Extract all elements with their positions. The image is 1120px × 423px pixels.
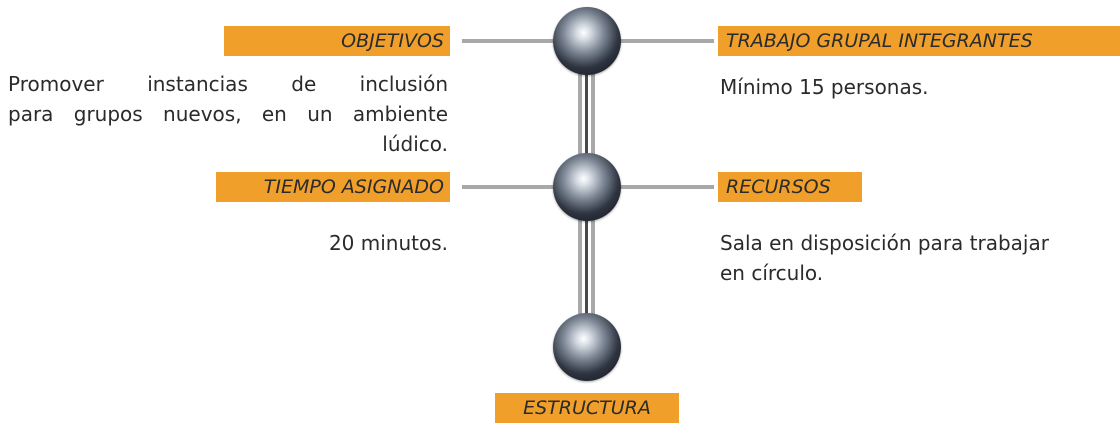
spine-right xyxy=(591,70,595,380)
text-tiempo-line-1: 20 minutos. xyxy=(328,231,448,255)
text-objetivos-line-1: Promover instancias de inclusión xyxy=(8,72,448,96)
connector-trabajo-grupal xyxy=(618,39,714,43)
text-objetivos: Promover instancias de inclusión para gr… xyxy=(8,69,448,159)
node-sphere-top xyxy=(553,7,621,75)
text-objetivos-line-2: para grupos nuevos, en un ambiente xyxy=(8,102,448,126)
spine-center xyxy=(585,70,588,380)
text-trabajo-grupal: Mínimo 15 personas. xyxy=(720,72,1110,102)
label-recursos: RECURSOS xyxy=(718,172,862,202)
text-recursos-line-2: en círculo. xyxy=(720,261,824,285)
text-trabajo-grupal-line-1: Mínimo 15 personas. xyxy=(720,75,929,99)
label-estructura: ESTRUCTURA xyxy=(495,393,679,423)
connector-recursos xyxy=(618,185,714,189)
connector-objetivos xyxy=(462,39,557,43)
node-sphere-middle xyxy=(553,153,621,221)
text-recursos: Sala en disposición para trabajar en cír… xyxy=(720,228,1118,288)
text-objetivos-line-3: lúdico. xyxy=(382,132,448,156)
label-trabajo-grupal: TRABAJO GRUPAL INTEGRANTES xyxy=(718,26,1120,56)
label-tiempo-asignado: TIEMPO ASIGNADO xyxy=(216,172,450,202)
label-objetivos: OBJETIVOS xyxy=(224,26,450,56)
connector-tiempo xyxy=(462,185,557,189)
text-tiempo-asignado: 20 minutos. xyxy=(8,228,448,258)
text-recursos-line-1: Sala en disposición para trabajar xyxy=(720,231,1049,255)
spine-left xyxy=(578,70,582,380)
node-sphere-bottom xyxy=(553,313,621,381)
